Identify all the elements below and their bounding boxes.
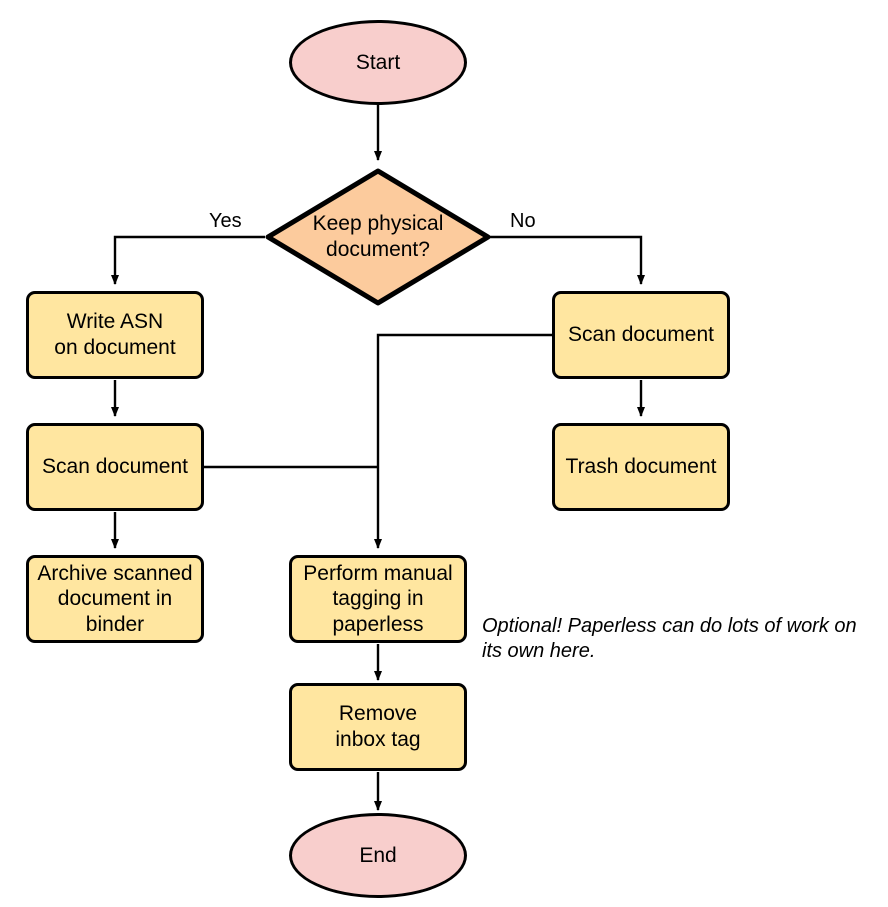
node-end[interactable]: End <box>289 813 467 898</box>
node-write-asn-label: Write ASN on document <box>54 310 176 359</box>
node-scan-document-left[interactable]: Scan document <box>26 423 204 511</box>
node-decision-label: Keep physical document? <box>312 212 444 261</box>
edge-decision-yes-to-write-asn <box>111 235 265 285</box>
edge-label-no: No <box>510 210 536 232</box>
node-manual-tagging-label: Perform manual tagging in paperless <box>303 561 453 636</box>
node-start-label: Start <box>355 50 401 74</box>
node-trash-document-label: Trash document <box>565 455 717 479</box>
node-end-label: End <box>359 843 397 867</box>
node-decision-keep-physical-document[interactable]: Keep physical document? <box>265 168 491 306</box>
edge-decision-no-to-scan-right <box>490 235 645 285</box>
node-write-asn-on-document[interactable]: Write ASN on document <box>26 291 204 379</box>
node-perform-manual-tagging[interactable]: Perform manual tagging in paperless <box>289 555 467 643</box>
decision-diamond-shape <box>265 168 491 306</box>
node-archive-scanned-document-in-binder[interactable]: Archive scanned document in binder <box>26 555 204 643</box>
node-scan-document-left-label: Scan document <box>42 455 188 479</box>
edge-scan-right-to-manual-tagging <box>374 333 552 549</box>
node-archive-binder-label: Archive scanned document in binder <box>37 561 193 636</box>
node-scan-document-right-label: Scan document <box>568 323 714 347</box>
node-start[interactable]: Start <box>289 20 467 105</box>
node-scan-document-right[interactable]: Scan document <box>552 291 730 379</box>
annotation-optional-note: Optional! Paperless can do lots of work … <box>482 614 857 663</box>
edge-label-yes: Yes <box>209 210 242 232</box>
node-remove-inbox-tag[interactable]: Remove inbox tag <box>289 683 467 771</box>
node-trash-document[interactable]: Trash document <box>552 423 730 511</box>
node-remove-inbox-tag-label: Remove inbox tag <box>335 702 421 751</box>
